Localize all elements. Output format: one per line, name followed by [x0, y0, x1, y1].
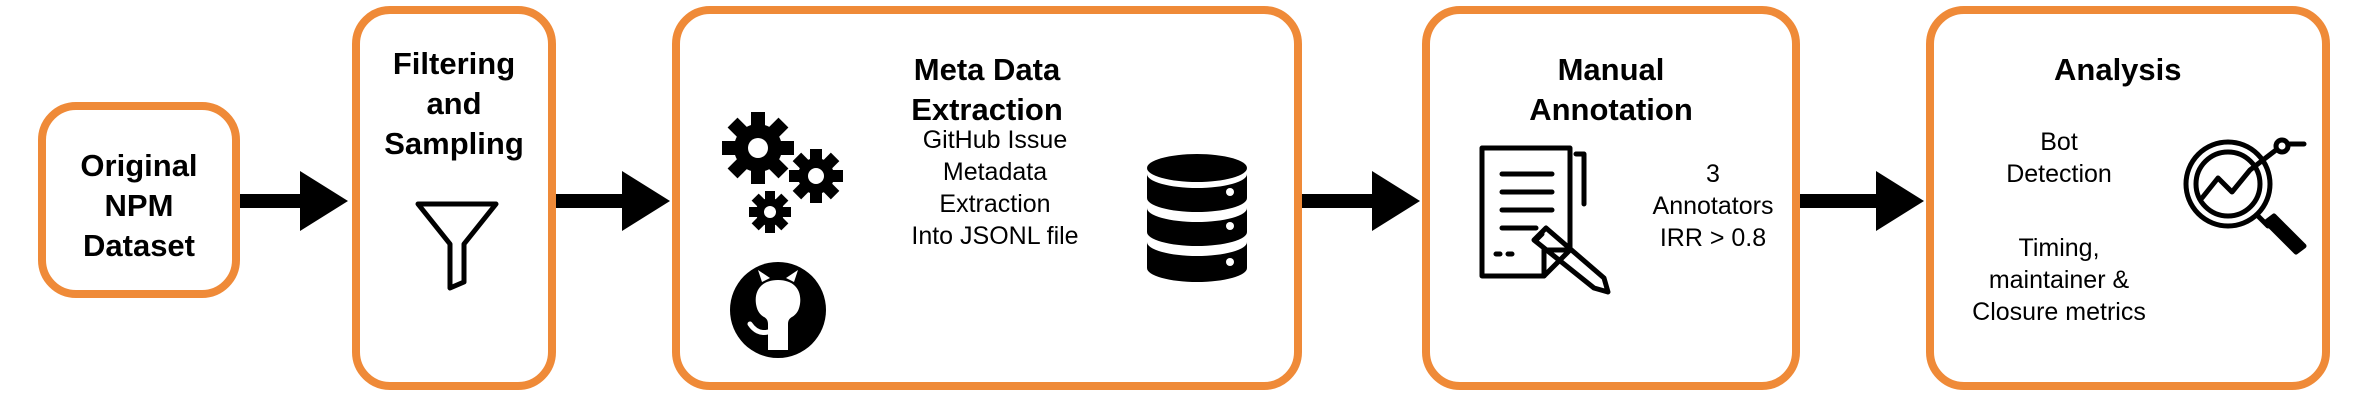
flow-arrow-1: [240, 171, 348, 231]
body-line: Into JSONL file: [911, 222, 1079, 250]
stage-filtering-sampling: Filtering and Sampling: [352, 6, 556, 390]
stage-title: Filtering and Sampling: [360, 44, 548, 164]
flow-arrow-2: [556, 171, 670, 231]
body-line: maintainer &: [1988, 266, 2130, 294]
title-line: Extraction: [911, 92, 1063, 127]
stage-title: Manual Annotation: [1430, 50, 1792, 130]
document-annotation-icon: [1479, 145, 1611, 295]
title-line: Manual: [1557, 52, 1665, 87]
title-line: NPM: [104, 188, 174, 223]
stage-body: 3 Annotators IRR > 0.8: [1638, 158, 1788, 254]
body-line: Bot: [2040, 128, 2078, 156]
title-line: Original: [80, 148, 198, 183]
flow-arrow-4: [1800, 171, 1924, 231]
flow-arrow-3: [1302, 171, 1420, 231]
body-line: Extraction: [939, 190, 1051, 218]
stage-body-bot-detection: Bot Detection: [1964, 126, 2154, 190]
stage-body: GitHub Issue Metadata Extraction Into JS…: [870, 124, 1120, 252]
gears-icon: [722, 112, 843, 233]
magnifier-chart-icon: [2183, 137, 2307, 255]
stage-original-npm-dataset: Original NPM Dataset: [38, 102, 240, 298]
github-icon: [730, 262, 826, 358]
body-line: GitHub Issue: [922, 126, 1068, 154]
stage-manual-annotation: Manual Annotation 3 Annotators IRR > 0.8: [1422, 6, 1800, 390]
title-line: Filtering: [392, 46, 516, 81]
stage-title: Meta Data Extraction: [680, 50, 1294, 130]
body-line: Detection: [2006, 160, 2112, 188]
body-line: IRR > 0.8: [1659, 224, 1767, 252]
stage-analysis: Analysis Bot Detection Timing, maintaine…: [1926, 6, 2330, 390]
funnel-filter-icon: [415, 201, 499, 291]
title-line: Annotation: [1529, 92, 1693, 127]
body-line: Annotators: [1652, 192, 1774, 220]
body-line: Closure metrics: [1972, 298, 2146, 326]
stage-meta-data-extraction: Meta Data Extraction GitHub Issue Metada…: [672, 6, 1302, 390]
title-line: Analysis: [2054, 52, 2182, 87]
title-line: and: [426, 86, 482, 121]
title-line: Sampling: [384, 126, 524, 161]
body-line: 3: [1706, 160, 1720, 188]
title-line: Meta Data: [913, 52, 1061, 87]
body-line: Timing,: [2018, 234, 2100, 262]
stage-title: Analysis: [2054, 50, 2322, 90]
body-line: Metadata: [942, 158, 1048, 186]
stage-title: Original NPM Dataset: [46, 146, 232, 266]
stage-body-metrics: Timing, maintainer & Closure metrics: [1944, 232, 2174, 328]
database-icon: [1147, 154, 1247, 282]
title-line: Dataset: [83, 228, 195, 263]
